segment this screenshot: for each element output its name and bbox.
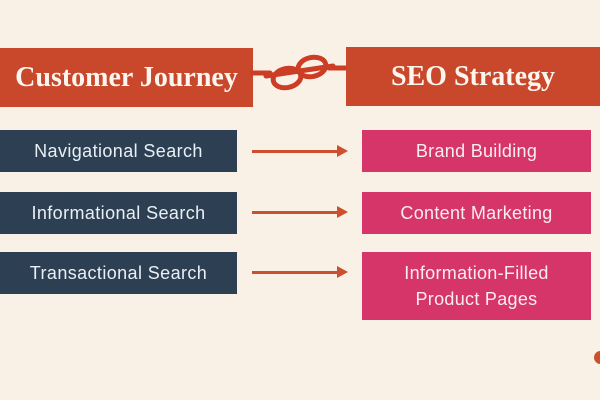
arrow-icon (252, 266, 348, 278)
journey-box-transactional-search: Transactional Search (0, 252, 237, 294)
knot-icon (250, 54, 349, 91)
arrow-icon (252, 145, 348, 157)
seo-strategy-header: SEO Strategy (346, 47, 600, 106)
customer-journey-header: Customer Journey (0, 48, 253, 107)
customer-journey-header-label: Customer Journey (15, 61, 238, 93)
arrow-icon (252, 206, 348, 218)
journey-label: Informational Search (31, 202, 206, 223)
journey-label: Transactional Search (29, 262, 208, 283)
strategy-box-information-filled-product-pages: Information-Filled Product Pages (362, 252, 591, 320)
strategy-box-content-marketing: Content Marketing (362, 192, 591, 234)
journey-box-navigational-search: Navigational Search (0, 130, 237, 172)
strategy-label: Content Marketing (400, 202, 553, 223)
strategy-label: Brand Building (415, 140, 538, 161)
seo-strategy-header-label: SEO Strategy (390, 60, 556, 92)
strategy-box-brand-building: Brand Building (362, 130, 591, 172)
journey-box-informational-search: Informational Search (0, 192, 237, 234)
strategy-label: Information-Filled Product Pages (404, 262, 549, 309)
corner-dot-icon (594, 351, 600, 364)
journey-label: Navigational Search (34, 140, 203, 161)
